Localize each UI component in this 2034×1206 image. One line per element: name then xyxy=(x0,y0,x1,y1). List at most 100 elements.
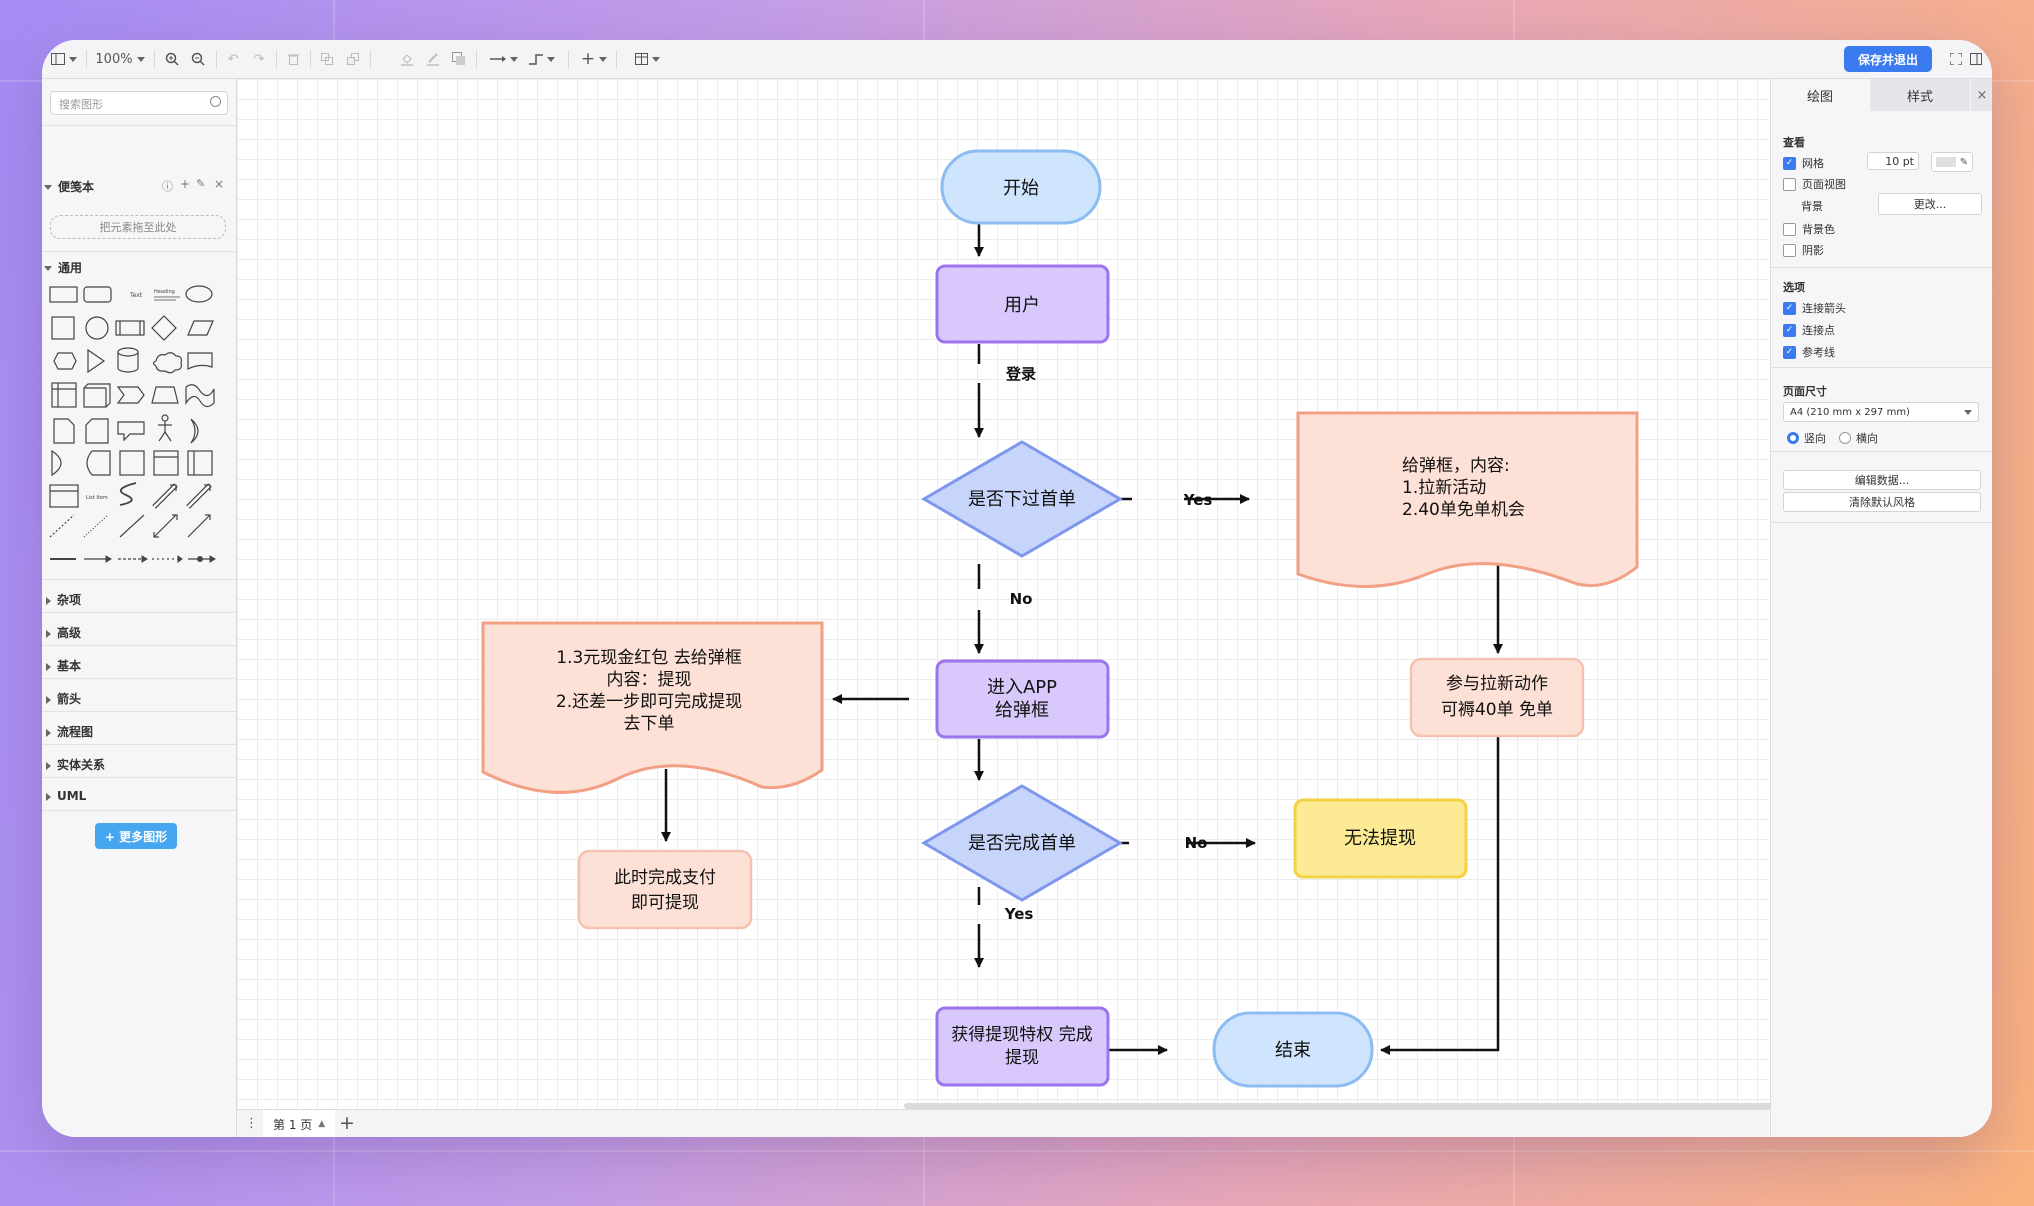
add-icon[interactable]: + xyxy=(180,177,191,191)
node-invite[interactable] xyxy=(1409,657,1585,738)
redo-button[interactable]: ↷ xyxy=(250,49,268,69)
sidebar-toggle-button[interactable] xyxy=(50,49,78,69)
connection-style-button[interactable] xyxy=(488,49,520,69)
connection-arrows-label: 连接箭头 xyxy=(1802,302,1846,315)
node-popup2-line3: 2.还差一步即可完成提现 xyxy=(556,692,742,712)
node-ordered-decision[interactable] xyxy=(921,440,1123,558)
category-er[interactable]: 实体关系 xyxy=(42,756,236,773)
tab-diagram[interactable]: 绘图 xyxy=(1771,79,1869,111)
format-panel-toggle[interactable] xyxy=(1968,49,1984,69)
category-advanced[interactable]: 高级 xyxy=(42,624,236,641)
node-privilege-line1: 获得提现特权 完成 xyxy=(951,1025,1092,1045)
node-ordered-label: 是否下过首单 xyxy=(968,489,1076,510)
fill-color-button[interactable] xyxy=(398,49,416,69)
scratchpad-dropzone[interactable]: 把元素拖至此处 xyxy=(50,215,226,239)
page-view-checkbox[interactable]: 页面视图 xyxy=(1783,176,1846,192)
shadow-label: 阴影 xyxy=(1802,244,1824,257)
category-arrows[interactable]: 箭头 xyxy=(42,690,236,707)
table-button[interactable] xyxy=(632,49,662,69)
node-popup2[interactable] xyxy=(481,621,824,794)
node-popup1-line1: 给弹框，内容: xyxy=(1402,456,1510,476)
clear-default-style-button[interactable]: 清除默认风格 xyxy=(1783,492,1981,512)
scratchpad-header[interactable]: 便笺本 ⓘ + ✎ × xyxy=(42,177,236,195)
category-flowchart[interactable]: 流程图 xyxy=(42,723,236,740)
to-back-icon xyxy=(347,53,359,65)
connector-palette[interactable] xyxy=(42,549,236,569)
diagram-canvas[interactable]: 开始 用户 登录 是否下过首单 Yes 给弹框，内容: 1.拉新活动 2.40单… xyxy=(237,79,1769,1109)
node-end[interactable] xyxy=(1212,1011,1374,1088)
general-header[interactable]: 通用 xyxy=(42,259,236,276)
edit-data-button[interactable]: 编辑数据... xyxy=(1783,470,1981,490)
node-popup1-line3: 2.40单免单机会 xyxy=(1402,500,1525,520)
waypoints-button[interactable] xyxy=(526,49,558,69)
node-pay[interactable] xyxy=(577,849,753,930)
format-panel: 绘图 样式 × 查看 ✓网格 10 pt ✎ 页面视图 背景 更改... 背景色… xyxy=(1770,79,1992,1137)
node-start-label: 开始 xyxy=(1003,178,1039,199)
node-user-label: 用户 xyxy=(1004,295,1040,316)
shape-palette[interactable]: Text Heading xyxy=(42,279,236,549)
line-color-button[interactable] xyxy=(424,49,442,69)
node-cannot-label: 无法提现 xyxy=(1344,828,1416,849)
grid-color-button[interactable]: ✎ xyxy=(1931,152,1973,172)
connection-arrows-checkbox[interactable]: ✓连接箭头 xyxy=(1783,300,1846,316)
shadow-button[interactable] xyxy=(450,49,468,69)
connection-points-checkbox[interactable]: ✓连接点 xyxy=(1783,322,1835,338)
fullscreen-button[interactable] xyxy=(1948,49,1964,69)
horizontal-scrollbar[interactable] xyxy=(904,1103,1799,1109)
delete-button[interactable] xyxy=(284,49,302,69)
node-invite-line1: 参与拉新动作 xyxy=(1446,674,1548,694)
edge-label-login: 登录 xyxy=(1005,365,1036,383)
node-privilege[interactable] xyxy=(935,1006,1110,1087)
node-start[interactable] xyxy=(940,149,1102,225)
node-popup1[interactable] xyxy=(1296,411,1639,588)
guides-checkbox[interactable]: ✓参考线 xyxy=(1783,344,1835,360)
shape-search-input[interactable]: 搜索图形 xyxy=(50,91,228,115)
category-label: 流程图 xyxy=(57,725,94,739)
category-label: 箭头 xyxy=(57,692,82,706)
category-misc[interactable]: 杂项 xyxy=(42,591,236,608)
connection-points-label: 连接点 xyxy=(1802,324,1835,337)
page-menu-icon[interactable]: ⋮ xyxy=(245,1116,258,1131)
node-completed-decision[interactable] xyxy=(921,784,1123,902)
close-panel-button[interactable]: × xyxy=(1971,79,1992,111)
undo-button[interactable]: ↶ xyxy=(224,49,242,69)
edit-icon[interactable]: ✎ xyxy=(196,177,206,190)
grid-size-input[interactable]: 10 pt xyxy=(1867,152,1919,170)
grid-checkbox[interactable]: ✓网格 xyxy=(1783,155,1824,171)
node-cannot-withdraw[interactable] xyxy=(1293,798,1468,879)
category-uml[interactable]: UML xyxy=(42,789,236,803)
node-enter-app[interactable] xyxy=(935,659,1110,739)
search-icon xyxy=(210,96,221,107)
to-front-button[interactable] xyxy=(318,49,336,69)
landscape-radio[interactable]: 横向 xyxy=(1839,430,1878,446)
more-shapes-button[interactable]: + 更多图形 xyxy=(95,823,177,849)
shadow-checkbox[interactable]: 阴影 xyxy=(1783,242,1824,258)
change-background-button[interactable]: 更改... xyxy=(1878,193,1982,215)
category-label: 实体关系 xyxy=(57,758,106,772)
redo-icon: ↷ xyxy=(253,51,265,67)
category-basic[interactable]: 基本 xyxy=(42,657,236,674)
insert-button[interactable]: + xyxy=(580,49,608,69)
help-icon[interactable]: ⓘ xyxy=(162,180,173,193)
background-label: 背景 xyxy=(1801,200,1823,213)
node-user[interactable] xyxy=(935,264,1110,344)
add-page-button[interactable]: + xyxy=(339,1112,355,1134)
page-size-section-title: 页面尺寸 xyxy=(1783,385,1827,398)
color-swatch xyxy=(1935,157,1956,167)
panel-right-icon xyxy=(1970,53,1982,65)
bg-color-checkbox[interactable]: 背景色 xyxy=(1783,221,1835,237)
portrait-radio[interactable]: 竖向 xyxy=(1787,430,1826,446)
edge-label-yes: Yes xyxy=(1004,905,1034,923)
close-icon[interactable]: × xyxy=(214,177,225,191)
zoom-out-button[interactable] xyxy=(188,49,208,69)
editor-window: 100% ↶ ↷ + 保存并退出 搜索图形 便笺本 ⓘ xyxy=(42,40,1992,1137)
to-back-button[interactable] xyxy=(344,49,362,69)
zoom-select[interactable]: 100% xyxy=(94,49,146,69)
page-size-select[interactable]: A4 (210 mm x 297 mm) xyxy=(1783,402,1979,422)
edge-invite-end[interactable] xyxy=(1380,737,1500,1055)
page-tab-1[interactable]: 第 1 页▲ xyxy=(263,1110,336,1137)
zoom-in-button[interactable] xyxy=(162,49,182,69)
save-and-exit-button[interactable]: 保存并退出 xyxy=(1844,46,1932,72)
fullscreen-icon xyxy=(1950,53,1962,65)
tab-style[interactable]: 样式 xyxy=(1870,79,1970,111)
